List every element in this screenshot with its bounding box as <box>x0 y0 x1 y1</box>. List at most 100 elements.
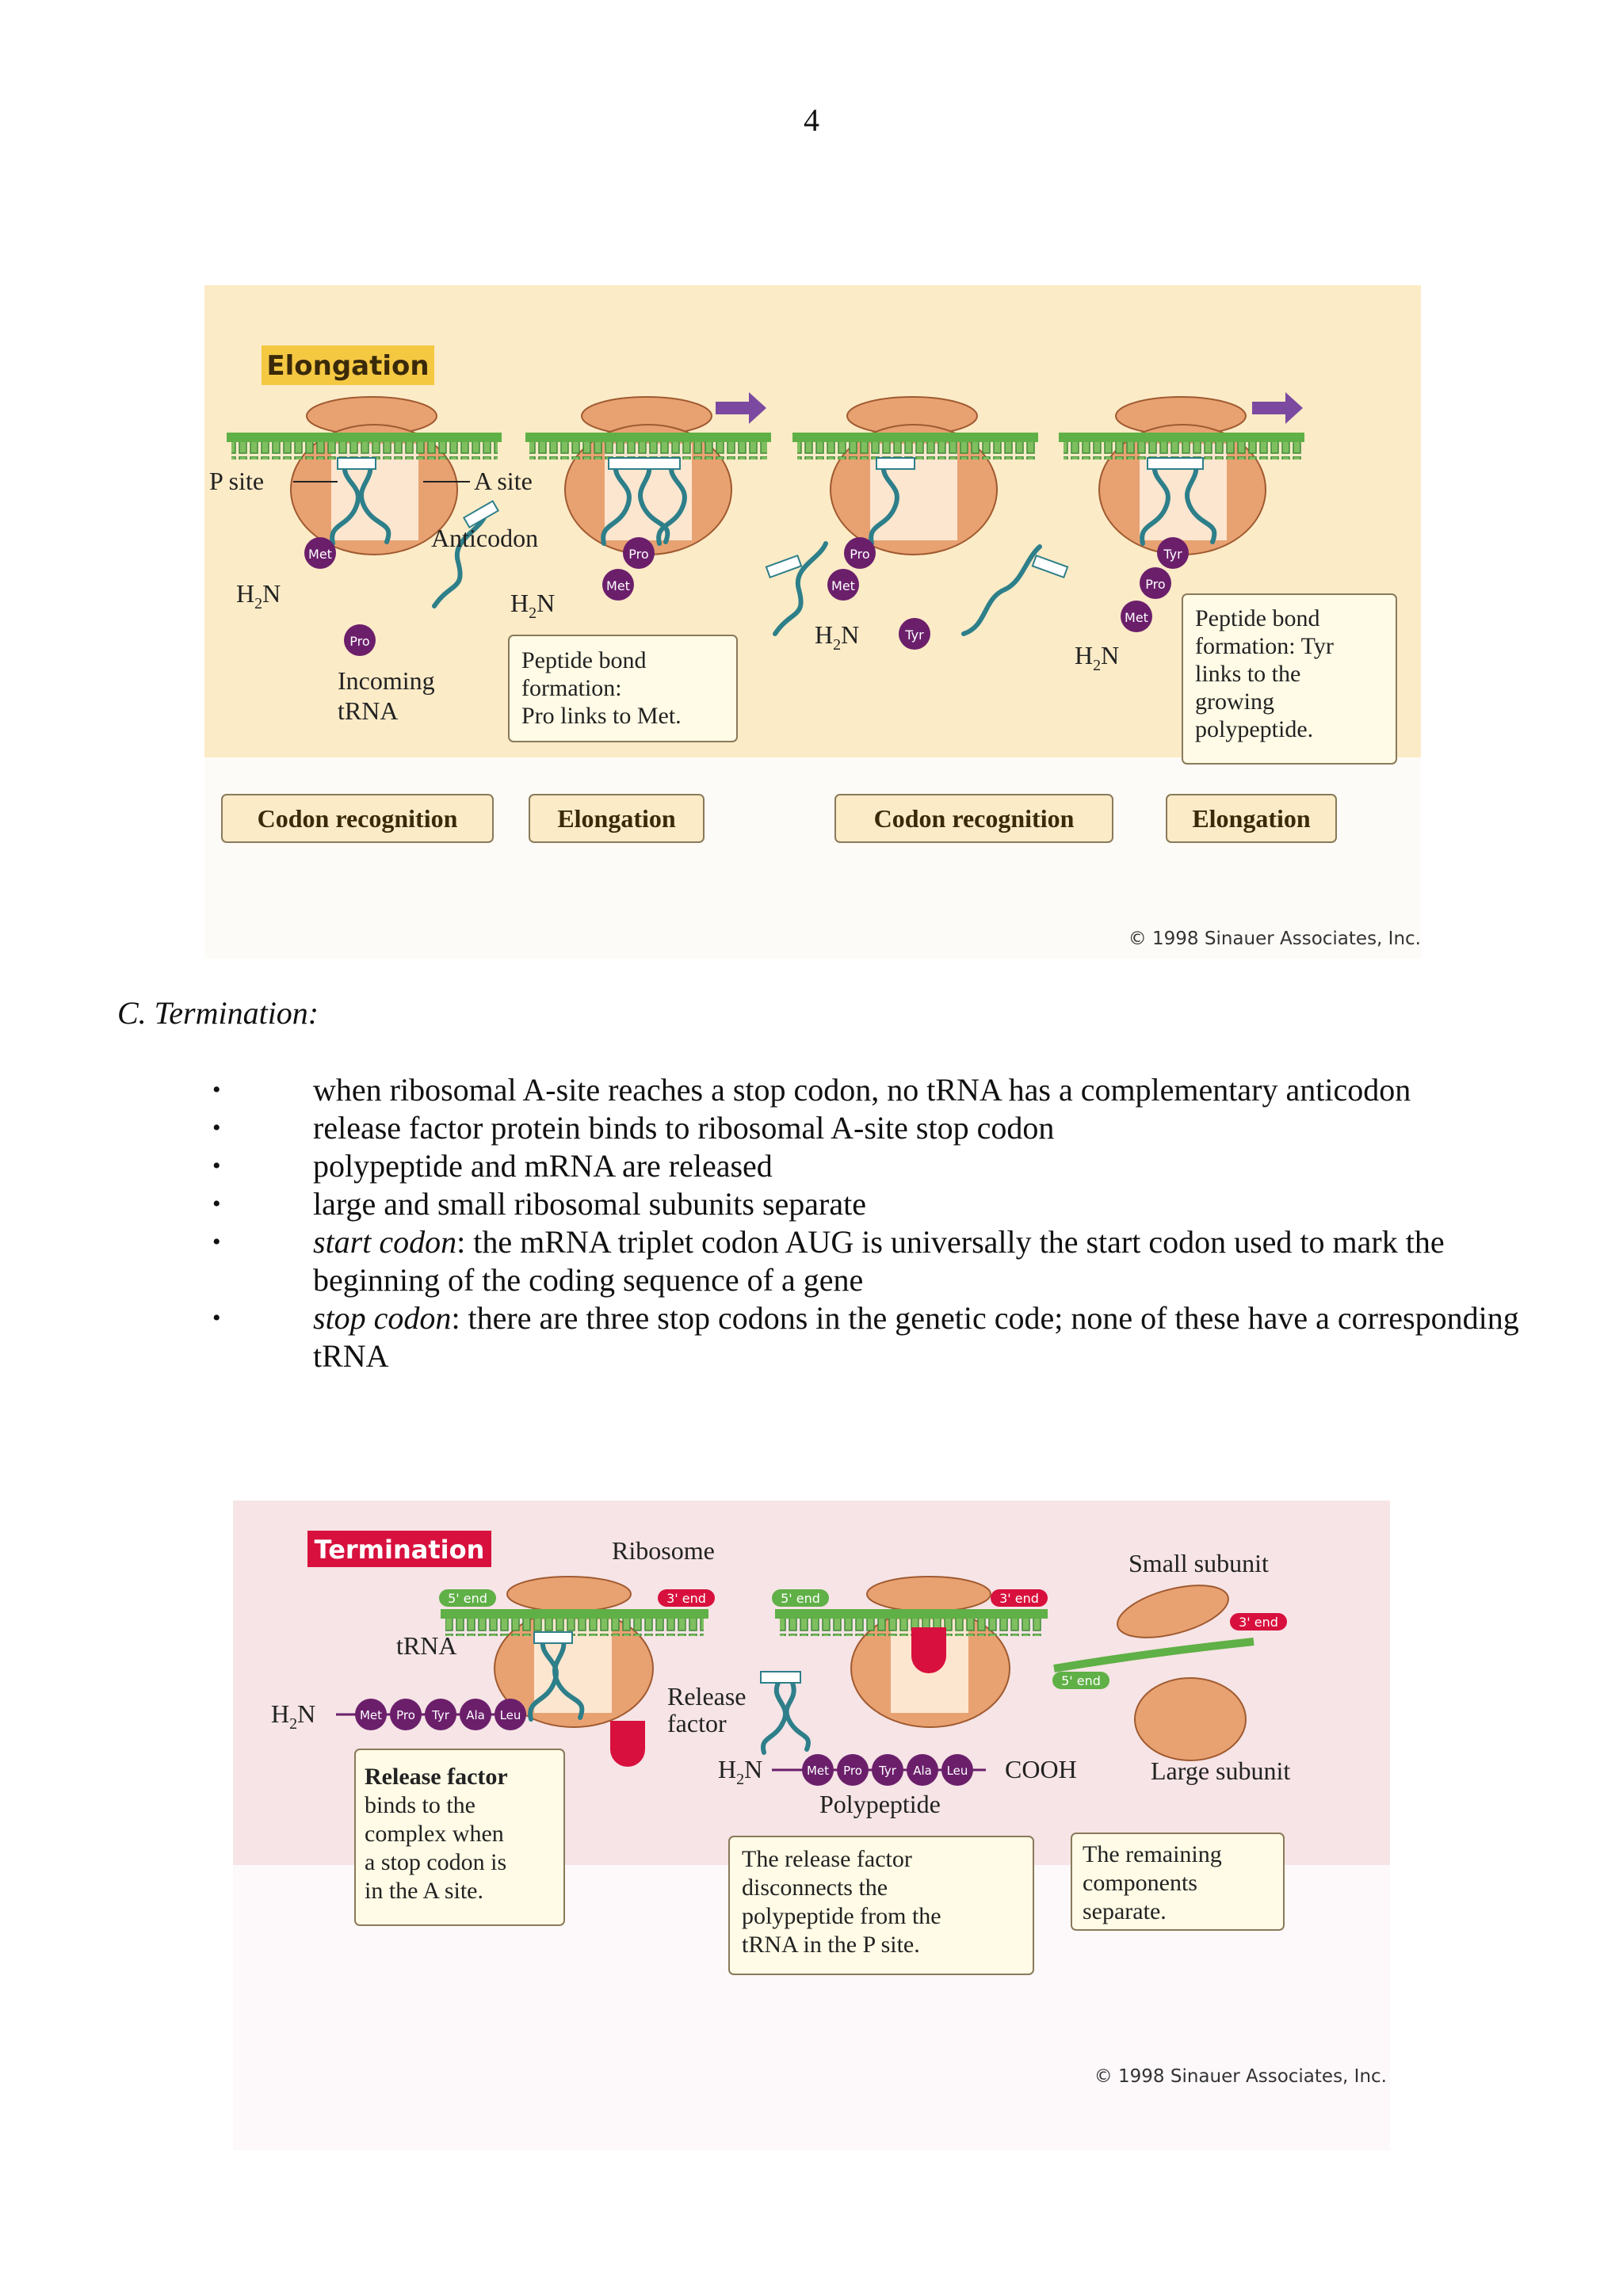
bullet-item: when ribosomal A-site reaches a stop cod… <box>212 1071 1528 1109</box>
released-mrna <box>1053 1638 1254 1672</box>
bead-pro-4 <box>1140 567 1171 599</box>
step-label-1: Codon recognition <box>258 804 458 833</box>
svg-text:components: components <box>1083 1870 1197 1896</box>
svg-text:H2N: H2N <box>271 1699 315 1733</box>
termination-h2n-labels: H2N H2N <box>271 1699 762 1788</box>
callout-release-factor <box>354 1749 565 1926</box>
svg-text:Pro: Pro <box>1145 577 1165 592</box>
p-site-label: P site <box>209 467 264 495</box>
svg-text:Met: Met <box>807 1764 829 1778</box>
section-heading: C. Termination: <box>117 995 319 1031</box>
termination-figure: Termination 5' end 3' end 5' end 3' end … <box>233 1501 1390 2150</box>
cooh-label: COOH <box>1005 1755 1077 1783</box>
svg-text:complex when: complex when <box>365 1821 504 1847</box>
bullet-item: large and small ribosomal subunits separ… <box>212 1185 1528 1223</box>
svg-text:Pro: Pro <box>396 1708 415 1722</box>
svg-text:Met: Met <box>308 547 332 562</box>
svg-text:H2N: H2N <box>1075 641 1119 674</box>
svg-text:a stop codon is: a stop codon is <box>365 1849 506 1875</box>
a-site-label: A site <box>474 467 533 495</box>
polypeptide-label: Polypeptide <box>819 1790 941 1818</box>
elongation-title-box <box>262 345 434 385</box>
termination-title-box <box>307 1531 491 1567</box>
svg-text:5' end: 5' end <box>781 1591 820 1606</box>
svg-text:disconnects the: disconnects the <box>742 1875 888 1901</box>
trna-shapes <box>330 457 1217 636</box>
svg-text:Leu: Leu <box>500 1708 521 1722</box>
svg-text:The release factor: The release factor <box>742 1846 912 1872</box>
bead-tyr-incoming <box>899 618 930 650</box>
amino-acid-beads: Met Pro Pro Met Pro Met Tyr Tyr Pro Met <box>304 537 1189 656</box>
h2n-labels: H2N H2N H2N H2N <box>236 579 1119 674</box>
svg-text:Pro: Pro <box>349 634 369 649</box>
step-box-4 <box>1166 794 1337 843</box>
svg-text:3' end: 3' end <box>666 1591 706 1606</box>
bead-pro-3 <box>844 537 876 569</box>
svg-text:Pro: Pro <box>850 547 869 562</box>
bullet-item: start codon: the mRNA triplet codon AUG … <box>212 1223 1528 1299</box>
bead-pro-incoming <box>344 624 376 656</box>
ribosome-label: Ribosome <box>612 1536 715 1565</box>
svg-text:Leu: Leu <box>947 1764 968 1778</box>
svg-text:growing: growing <box>1195 688 1274 715</box>
svg-text:tRNA in the P site.: tRNA in the P site. <box>742 1932 920 1958</box>
large-subunit-label: Large subunit <box>1151 1756 1290 1785</box>
svg-text:links to the: links to the <box>1195 661 1300 687</box>
svg-text:Ala: Ala <box>466 1708 485 1722</box>
svg-text:Tyr: Tyr <box>431 1708 450 1722</box>
callout-disconnect <box>728 1836 1034 1975</box>
termination-ribosome-2 <box>775 1576 1048 1728</box>
bullet-item: stop codon: there are three stop codons … <box>212 1299 1528 1375</box>
svg-text:Pro links to Met.: Pro links to Met. <box>521 703 682 729</box>
svg-text:Tyr: Tyr <box>878 1764 897 1778</box>
translocation-arrow-1 <box>716 392 766 424</box>
svg-text:3' end: 3' end <box>999 1591 1039 1606</box>
elongation-diagram: Elongation <box>204 285 1421 959</box>
polypeptide-chain-2: Met Pro Tyr Ala Leu <box>772 1754 986 1786</box>
bullet-item: polypeptide and mRNA are released <box>212 1147 1528 1185</box>
svg-text:Tyr: Tyr <box>904 627 924 643</box>
small-subunit-label: Small subunit <box>1128 1549 1269 1577</box>
step-label-3: Codon recognition <box>874 804 1075 833</box>
callout-pro-met <box>508 635 738 742</box>
svg-text:Ala: Ala <box>913 1764 932 1778</box>
termination-anticodons <box>533 1631 801 1684</box>
svg-text:H2N: H2N <box>236 579 281 612</box>
translocation-arrow-2 <box>1252 392 1303 424</box>
release-factor-label-2: factor <box>667 1709 727 1737</box>
bead-tyr-4 <box>1157 537 1189 569</box>
svg-text:5' end: 5' end <box>1061 1673 1101 1688</box>
svg-text:Met: Met <box>1125 610 1148 625</box>
bead-met-2 <box>602 569 634 601</box>
incoming-label-1: Incoming <box>338 666 435 695</box>
termination-copyright: © 1998 Sinauer Associates, Inc. <box>1094 2066 1387 2087</box>
svg-text:formation: Tyr: formation: Tyr <box>1195 633 1334 659</box>
svg-text:Met: Met <box>831 578 855 593</box>
svg-text:in the A site.: in the A site. <box>365 1878 483 1904</box>
svg-text:Peptide bond: Peptide bond <box>1195 605 1320 631</box>
anticodon-markers <box>337 457 1204 579</box>
ribosome-1 <box>227 396 502 555</box>
termination-diagram: Termination 5' end 3' end 5' end 3' end … <box>233 1501 1390 2150</box>
elongation-title: Elongation <box>266 350 429 382</box>
svg-text:polypeptide.: polypeptide. <box>1195 716 1313 742</box>
svg-text:3' end: 3' end <box>1239 1615 1278 1630</box>
elongation-figure: Elongation <box>204 285 1421 959</box>
elongation-copyright: © 1998 Sinauer Associates, Inc. <box>1128 929 1421 949</box>
large-subunit-shape <box>1134 1677 1247 1761</box>
polypeptide-chain-1: Met Pro Tyr Ala Leu <box>336 1699 526 1730</box>
svg-text:Pro: Pro <box>628 547 648 562</box>
svg-text:Met: Met <box>606 578 630 593</box>
step-box-1 <box>221 794 494 843</box>
svg-text:Met: Met <box>360 1708 382 1722</box>
incoming-label-2: tRNA <box>338 696 398 725</box>
svg-text:binds to the: binds to the <box>365 1792 475 1818</box>
svg-text:Release factor: Release factor <box>365 1764 508 1790</box>
callout-tyr <box>1182 593 1397 765</box>
svg-text:H2N: H2N <box>510 589 555 622</box>
step-label-4: Elongation <box>1192 804 1311 833</box>
callout-separate <box>1071 1833 1285 1931</box>
step-label-2: Elongation <box>557 804 676 833</box>
svg-text:polypeptide from the: polypeptide from the <box>742 1903 941 1929</box>
page-number: 4 <box>804 102 819 138</box>
